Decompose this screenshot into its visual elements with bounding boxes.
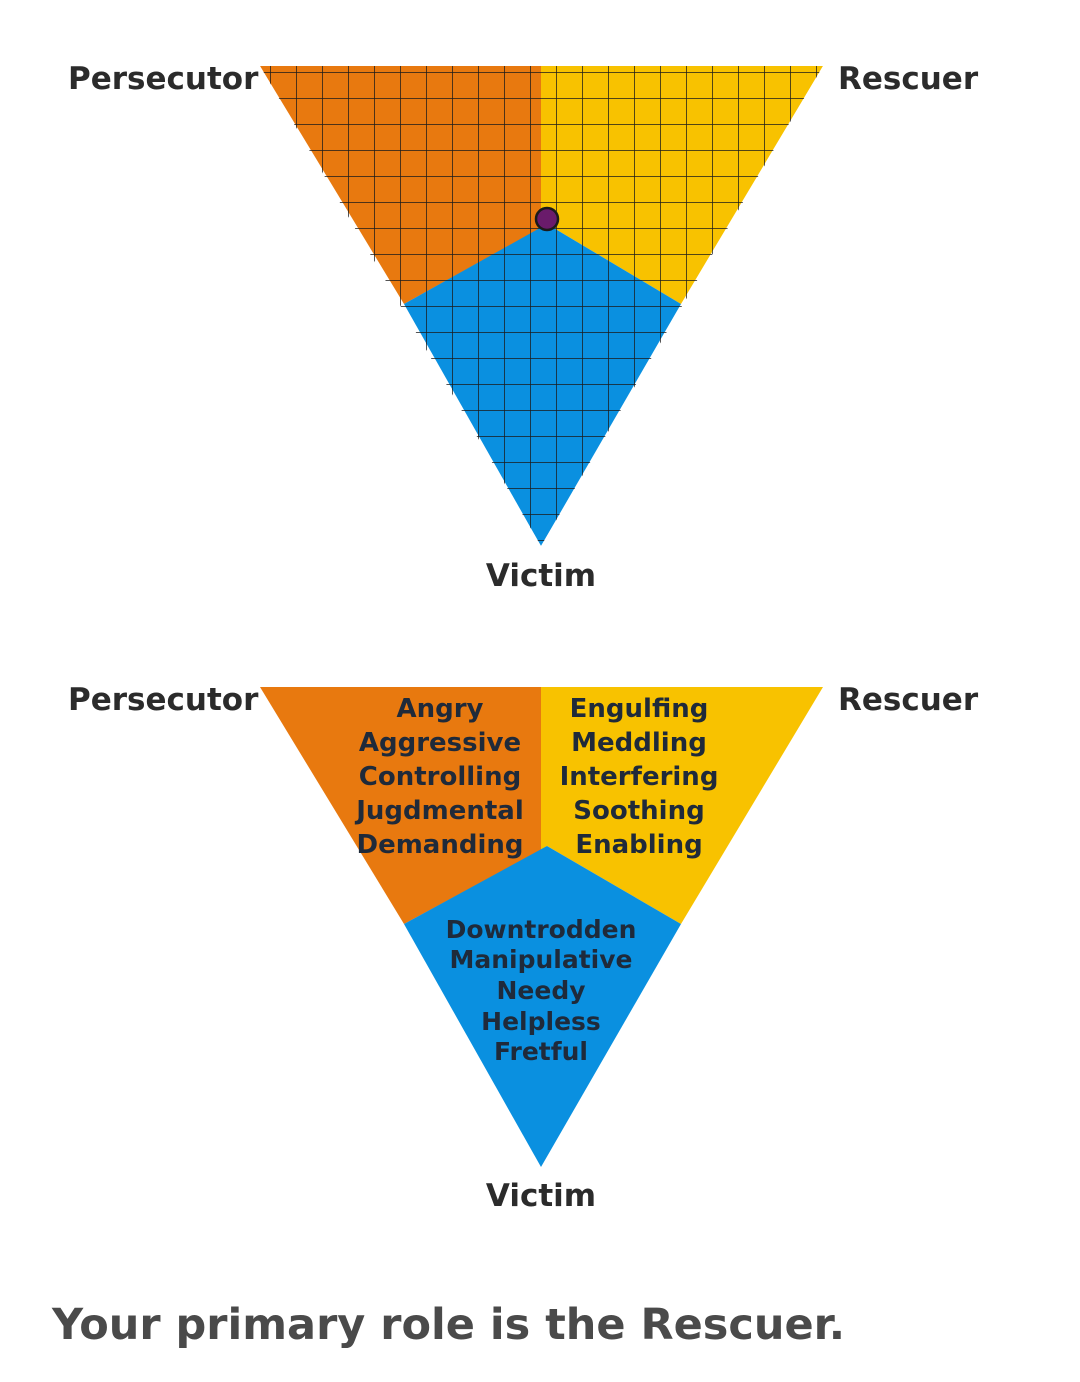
persecutor-trait: Controlling <box>359 762 521 792</box>
top-triangle: Persecutor Rescuer Victim <box>68 61 979 594</box>
rescuer-trait: Meddling <box>571 728 707 758</box>
persecutor-trait: Demanding <box>356 830 523 860</box>
rescuer-trait: Engulfing <box>570 694 709 724</box>
victim-trait: Helpless <box>481 1007 601 1036</box>
victim-trait: Needy <box>496 976 585 1005</box>
victim-region <box>404 846 681 1167</box>
rescuer-trait: Enabling <box>575 830 702 860</box>
result-text: Your primary role is the Rescuer. <box>52 1300 846 1350</box>
rescuer-region <box>541 687 823 924</box>
drama-triangle-diagrams: Persecutor Rescuer Victim Persecutor Res… <box>68 61 979 1214</box>
victim-label: Victim <box>486 1178 596 1214</box>
victim-label: Victim <box>486 558 596 594</box>
victim-trait: Fretful <box>494 1037 588 1066</box>
persecutor-trait: Angry <box>396 694 483 724</box>
persecutor-trait: Jugdmental <box>354 796 524 826</box>
persecutor-region <box>260 687 541 924</box>
bottom-triangle: Persecutor Rescuer Victim Angry Aggressi… <box>68 682 979 1214</box>
victim-traits: Downtrodden Manipulative Needy Helpless … <box>446 915 637 1066</box>
rescuer-trait: Soothing <box>573 796 704 826</box>
persecutor-label: Persecutor <box>68 61 259 97</box>
rescuer-trait: Interfering <box>560 762 719 792</box>
victim-trait: Downtrodden <box>446 915 637 944</box>
persecutor-trait: Aggressive <box>359 728 521 758</box>
rescuer-label: Rescuer <box>838 682 979 718</box>
score-marker <box>534 206 560 232</box>
persecutor-traits: Angry Aggressive Controlling Jugdmental … <box>354 694 524 860</box>
rescuer-traits: Engulfing Meddling Interfering Soothing … <box>560 694 719 860</box>
victim-trait: Manipulative <box>449 945 632 974</box>
persecutor-label: Persecutor <box>68 682 259 718</box>
grid-overlay <box>260 66 823 546</box>
rescuer-label: Rescuer <box>838 61 979 97</box>
